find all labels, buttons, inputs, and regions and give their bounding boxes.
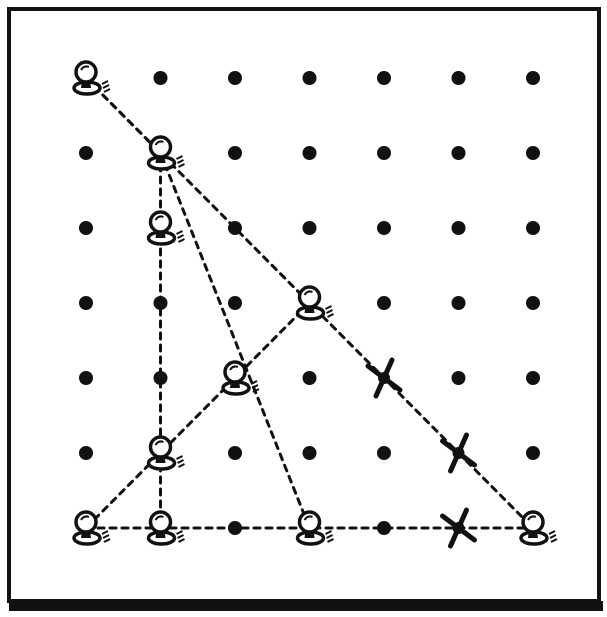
grid-dot <box>452 146 466 160</box>
grid-dot <box>228 446 242 460</box>
grid-dot <box>303 371 317 385</box>
grid-dot <box>526 371 540 385</box>
grid-dot <box>377 521 391 535</box>
peg-head <box>300 287 320 307</box>
peg-head <box>225 362 245 382</box>
peg-head <box>151 212 171 232</box>
grid-dot <box>377 221 391 235</box>
cross-center <box>453 522 465 534</box>
grid-dot <box>452 296 466 310</box>
peg-head <box>151 512 171 532</box>
grid-dot <box>377 71 391 85</box>
grid-dot <box>377 446 391 460</box>
grid-dot <box>228 71 242 85</box>
grid-dot <box>79 221 93 235</box>
peg-head <box>76 512 96 532</box>
grid-dot <box>228 521 242 535</box>
grid-dot <box>526 146 540 160</box>
grid-dot <box>452 71 466 85</box>
grid-dot <box>526 71 540 85</box>
grid-dot <box>526 221 540 235</box>
grid-dot <box>526 296 540 310</box>
grid-dot <box>303 446 317 460</box>
peg-head <box>151 137 171 157</box>
grid-dot <box>452 371 466 385</box>
cross-center <box>378 372 390 384</box>
cross-center <box>453 447 465 459</box>
grid-dot <box>303 71 317 85</box>
grid-dot <box>228 296 242 310</box>
board-base-shadow <box>9 601 603 611</box>
grid-dot <box>452 221 466 235</box>
grid-dot <box>303 221 317 235</box>
grid-dot <box>228 146 242 160</box>
grid-dot <box>154 371 168 385</box>
grid-dot <box>377 146 391 160</box>
grid-dot <box>154 71 168 85</box>
grid-dot <box>228 221 242 235</box>
grid-dot <box>79 446 93 460</box>
grid-dot <box>303 146 317 160</box>
peg-head <box>151 437 171 457</box>
peg-head <box>76 62 96 82</box>
grid-dot <box>526 446 540 460</box>
grid-dot <box>377 296 391 310</box>
peg-head <box>300 512 320 532</box>
grid-dot <box>154 296 168 310</box>
grid-dot <box>79 146 93 160</box>
grid-dot <box>79 296 93 310</box>
peg-head <box>523 512 543 532</box>
grid-dot <box>79 371 93 385</box>
